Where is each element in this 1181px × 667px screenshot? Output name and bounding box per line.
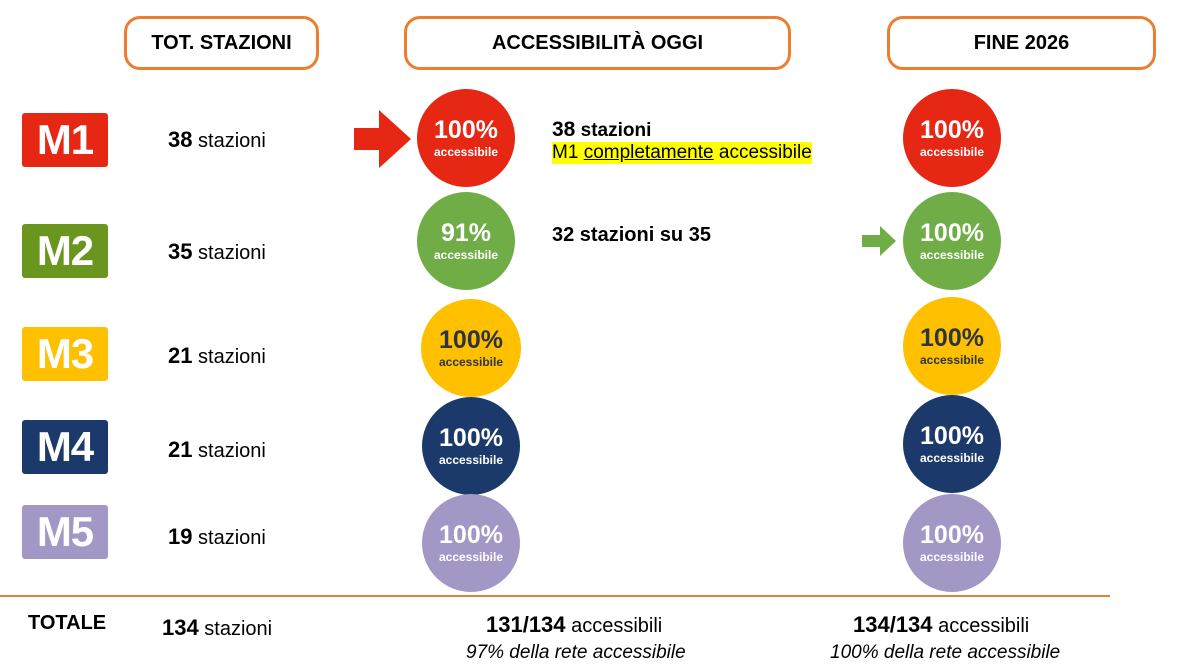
m1-end-circle: 100%accessibile [903, 89, 1001, 187]
m3-end-circle: 100%accessibile [903, 297, 1001, 395]
divider [0, 595, 1110, 597]
m3-logo: M3 [22, 327, 108, 381]
arrow-right-icon [354, 110, 411, 168]
m5-station-count: 19 stazioni [168, 524, 266, 549]
m2-end-circle: 100%accessibile [903, 192, 1001, 290]
m4-today-circle: 100%accessibile [422, 397, 520, 495]
m1-logo: M1 [22, 113, 108, 167]
m4-end-circle: 100%accessibile [903, 395, 1001, 493]
m5-end-circle: 100%accessibile [903, 494, 1001, 592]
m4-logo: M4 [22, 420, 108, 474]
m1-station-count: 38 stazioni [168, 127, 266, 152]
m2-today-circle: 91%accessibile [417, 192, 515, 290]
header-accessibility-today: ACCESSIBILITÀ OGGI [404, 16, 791, 70]
header-total-stations: TOT. STAZIONI [124, 16, 319, 70]
header-end-2026: FINE 2026 [887, 16, 1156, 70]
m2-station-count: 35 stazioni [168, 239, 266, 264]
m3-station-count: 21 stazioni [168, 343, 266, 368]
arrow-right-icon [862, 226, 896, 256]
m3-today-circle: 100%accessibile [421, 299, 521, 397]
m2-note: 32 stazioni su 35 [552, 224, 711, 246]
total-end: 134/134 accessibili [853, 612, 1030, 637]
m2-logo: M2 [22, 224, 108, 278]
m1-note: 38 stazioni M1 completamente accessibile [552, 118, 812, 164]
m5-today-circle: 100%accessibile [422, 494, 520, 592]
total-stations: 134 stazioni [162, 615, 273, 640]
m4-station-count: 21 stazioni [168, 437, 266, 462]
total-today: 131/134 accessibili [486, 612, 663, 637]
m5-logo: M5 [22, 505, 108, 559]
total-today-sub: 97% della rete accessibile [466, 642, 686, 663]
m1-today-circle: 100%accessibile [417, 89, 515, 187]
total-label: TOTALE [28, 612, 107, 634]
total-end-sub: 100% della rete accessibile [830, 642, 1061, 663]
